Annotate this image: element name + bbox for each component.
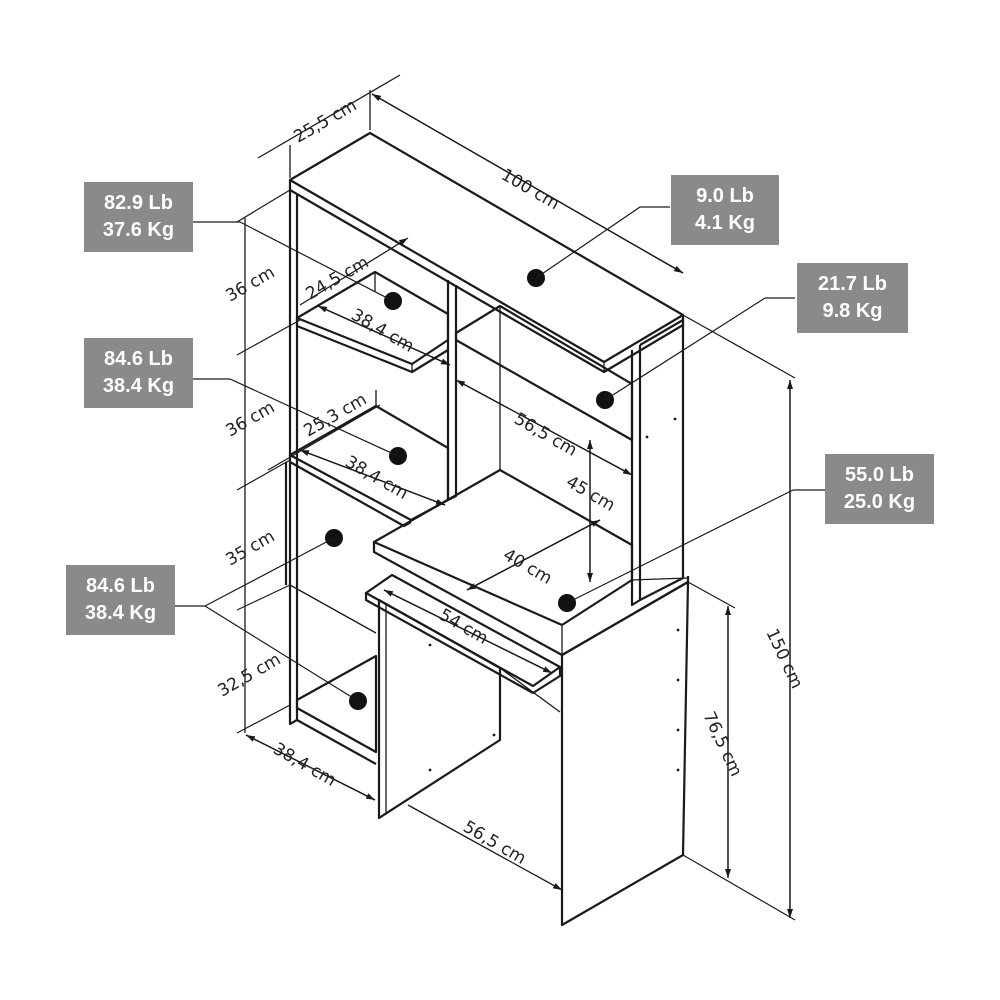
weight-badge-shelf-lower-left: 84.6 Lb 38.4 Kg — [66, 565, 175, 635]
weight-desk-kg: 25.0 Kg — [843, 491, 916, 513]
dim-depth-top: 25,5 cm — [291, 95, 361, 147]
dim-shelf-height-1: 36 cm — [223, 263, 279, 307]
right-hutch — [454, 304, 685, 607]
dim-bottom-depth: 56,5 cm — [460, 817, 530, 869]
dim-bottom-width: 38,4 cm — [270, 739, 340, 791]
dim-desk-depth: 40 cm — [500, 545, 556, 589]
left-tower — [284, 190, 458, 765]
weight-badge-top: 9.0 Lb 4.1 Kg — [671, 175, 779, 245]
hutch-top — [288, 131, 685, 374]
weight-shelf-lower-left-lb: 84.6 Lb — [86, 575, 155, 597]
weight-shelf-right-lb: 21.7 Lb — [818, 273, 887, 295]
dim-shelf-width-1: 38,4 cm — [348, 305, 418, 357]
weight-shelf-right-kg: 9.8 Kg — [822, 300, 883, 322]
weight-badge-shelf-upper-left: 82.9 Lb 37.6 Kg — [84, 182, 193, 252]
weight-shelf-mid-left-kg: 38.4 Kg — [102, 375, 175, 397]
dim-inner-width: 56,5 cm — [511, 409, 581, 461]
dim-shelf-height-3: 35 cm — [223, 527, 279, 571]
dim-shelf-height-4: 32,5 cm — [215, 649, 285, 701]
weight-shelf-upper-left-kg: 37.6 Kg — [102, 219, 175, 241]
leader-lines — [175, 206, 825, 702]
dim-desk-height: 76,5 cm — [698, 709, 745, 780]
dim-width-top: 100 cm — [498, 165, 563, 214]
weight-top-kg: 4.1 Kg — [694, 212, 756, 234]
weight-shelf-mid-left-lb: 84.6 Lb — [104, 348, 173, 370]
weight-badge-shelf-right: 21.7 Lb 9.8 Kg — [797, 263, 908, 333]
weight-desk-lb: 55.0 Lb — [845, 464, 914, 486]
weight-badge-desk: 55.0 Lb 25.0 Kg — [825, 454, 934, 524]
weight-top-lb: 9.0 Lb — [696, 185, 754, 207]
dim-total-height: 150 cm — [761, 626, 806, 692]
weight-badge-shelf-mid-left: 84.6 Lb 38.4 Kg — [84, 338, 193, 408]
weight-shelf-upper-left-lb: 82.9 Lb — [104, 192, 173, 214]
weight-shelf-lower-left-kg: 38.4 Kg — [84, 602, 157, 624]
dim-shelf-height-2: 36 cm — [223, 398, 279, 442]
dimension-lines — [236, 74, 796, 921]
